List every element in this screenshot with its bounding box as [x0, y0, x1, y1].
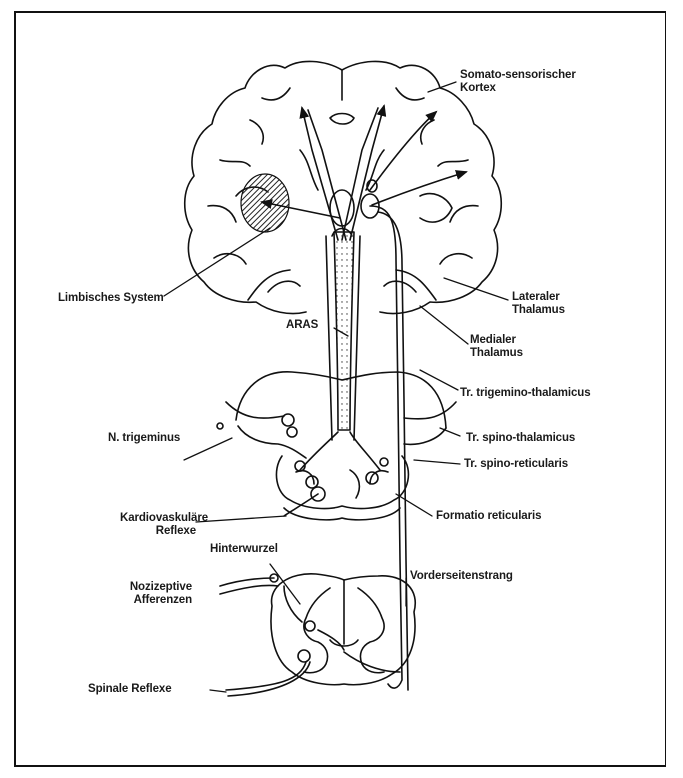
label-somato-line2: Kortex — [460, 82, 576, 95]
label-limbic-system: Limbisches System — [58, 292, 164, 305]
label-cardiovascular-reflexes: Kardiovaskuläre Reflexe — [120, 512, 196, 538]
cortex-projections — [262, 106, 466, 240]
label-aras: ARAS — [286, 319, 318, 332]
brainstem-nuclei — [217, 414, 388, 501]
label-medial-thalamus: Medialer Thalamus — [470, 334, 523, 360]
label-vorderseitenstrang: Vorderseitenstrang — [410, 570, 513, 583]
label-nozi-line1: Nozizeptive — [110, 581, 192, 594]
label-lateral-line2: Thalamus — [512, 304, 565, 317]
label-nozi-line2: Afferenzen — [110, 594, 192, 607]
label-lateral-thalamus: Lateraler Thalamus — [512, 291, 565, 317]
label-nociceptive-afferents: Nozizeptive Afferenzen — [110, 581, 192, 607]
label-tr-spino-thalamicus: Tr. spino-thalamicus — [466, 432, 575, 445]
spinal-cord — [226, 574, 415, 696]
label-kardio-line1: Kardiovaskuläre — [120, 512, 196, 525]
leader-lines — [164, 82, 508, 692]
dorsal-root — [220, 578, 274, 586]
label-tr-spino-reticularis: Tr. spino-reticularis — [464, 458, 568, 471]
label-formatio-reticularis: Formatio reticularis — [436, 510, 541, 523]
aras-tract — [334, 232, 354, 430]
label-medial-line1: Medialer — [470, 334, 523, 347]
label-spinal-reflexes: Spinale Reflexe — [88, 683, 172, 696]
label-somato-line1: Somato-sensorischer — [460, 69, 576, 82]
label-lateral-line1: Lateraler — [512, 291, 565, 304]
label-hinterwurzel: Hinterwurzel — [210, 543, 278, 556]
spino-thalamic-tract — [370, 206, 402, 688]
label-medial-line2: Thalamus — [470, 347, 523, 360]
label-tr-trigemino-thalamicus: Tr. trigemino-thalamicus — [460, 387, 591, 400]
label-kardio-line2: Reflexe — [120, 525, 196, 538]
label-n-trigeminus: N. trigeminus — [108, 432, 180, 445]
label-somato-sensory-cortex: Somato-sensorischer Kortex — [460, 69, 576, 95]
